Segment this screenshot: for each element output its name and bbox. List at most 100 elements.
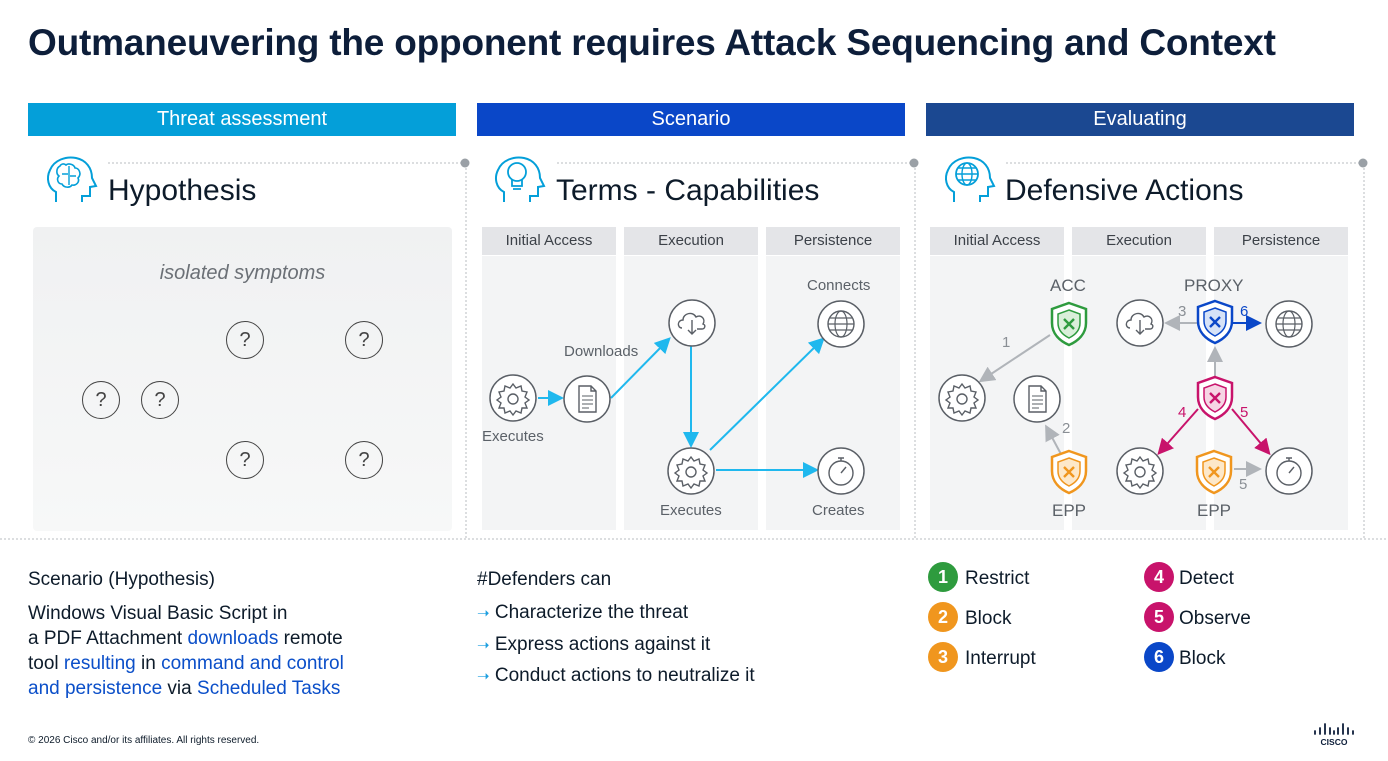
legend-label-block: Block	[965, 608, 1012, 629]
legend-badge-3: 3	[928, 642, 958, 672]
arrow-right-icon: ➝	[477, 605, 490, 622]
cisco-logo-text: CISCO	[1321, 737, 1348, 747]
shield-orange-icon	[1195, 449, 1233, 495]
legend-badge-6: 6	[1144, 642, 1174, 672]
def-col-initial-access: Initial Access	[930, 227, 1064, 255]
executes-label: Executes	[482, 428, 544, 445]
hypothesis-panel	[33, 227, 452, 531]
shield-magenta-icon	[1196, 375, 1234, 421]
page-title: Outmaneuvering the opponent requires Att…	[28, 22, 1276, 63]
globe-head-icon	[945, 156, 996, 202]
executes-label: Executes	[660, 502, 722, 519]
scenario-text: a PDF Attachment	[28, 628, 188, 649]
defenders-item: ➝ Express actions against it	[477, 634, 710, 656]
globe-icon	[817, 300, 865, 348]
creates-label: Creates	[812, 502, 865, 519]
scenario-text: in	[135, 653, 162, 674]
band-evaluating: Evaluating	[926, 103, 1354, 136]
legend-badge-5: 5	[1144, 602, 1174, 632]
downloads-label: Downloads	[564, 343, 639, 360]
stopwatch-icon	[817, 447, 865, 495]
scenario-text: remote	[278, 628, 343, 649]
scenario-highlight: command and control	[161, 653, 344, 674]
defenders-item: ➝ Conduct actions to neutralize it	[477, 665, 755, 687]
question-mark-icon: ?	[226, 321, 264, 359]
cisco-logo: CISCO	[1314, 723, 1354, 747]
band-threat-assessment: Threat assessment	[28, 103, 456, 136]
epp-label: EPP	[1052, 501, 1087, 520]
brain-head-icon	[47, 156, 98, 202]
connects-label: Connects	[807, 277, 871, 294]
defenders-item-text: Conduct actions to neutralize it	[494, 665, 755, 686]
defenders-item-text: Express actions against it	[494, 634, 711, 655]
gear-icon	[1116, 447, 1164, 495]
band-scenario: Scenario	[477, 103, 905, 136]
capabilities-title: Terms - Capabilities	[556, 174, 820, 207]
scenario-line-2: a PDF Attachment downloads remote	[28, 628, 343, 650]
legend-badge-1: 1	[928, 562, 958, 592]
arrow-right-icon: ➝	[477, 637, 490, 654]
question-mark-icon: ?	[141, 381, 179, 419]
step-1-label: 1	[1002, 334, 1011, 351]
legend-label-observe: Observe	[1179, 608, 1251, 629]
legend-label-block-6: Block	[1179, 648, 1226, 669]
gear-icon	[667, 447, 715, 495]
document-icon	[1013, 375, 1061, 423]
legend-label-interrupt: Interrupt	[965, 648, 1036, 669]
legend-badge-2: 2	[928, 602, 958, 632]
defensive-title: Defensive Actions	[1005, 174, 1244, 207]
legend-label-detect: Detect	[1179, 568, 1234, 589]
scenario-highlight: resulting	[63, 653, 136, 674]
document-icon	[563, 375, 611, 423]
question-mark-icon: ?	[345, 321, 383, 359]
step-2-label: 2	[1062, 420, 1071, 437]
shield-orange-icon	[1050, 449, 1088, 495]
question-mark-icon: ?	[226, 441, 264, 479]
proxy-label: PROXY	[1184, 276, 1244, 295]
gear-icon	[938, 374, 986, 422]
scenario-text: Windows Visual Basic Script in	[28, 603, 288, 624]
arrow-right-icon: ➝	[477, 668, 490, 685]
acc-label: ACC	[1050, 276, 1086, 295]
defenders-item-text: Characterize the threat	[494, 602, 689, 623]
question-mark-icon: ?	[345, 441, 383, 479]
scenario-text: via	[162, 678, 198, 699]
def-col-execution: Execution	[1072, 227, 1206, 255]
scenario-line-1: Windows Visual Basic Script in	[28, 603, 287, 625]
copyright: © 2026 Cisco and/or its affiliates. All …	[28, 735, 260, 746]
gear-icon	[489, 374, 537, 422]
scenario-highlight: and persistence	[28, 678, 163, 699]
defenders-item: ➝ Characterize the threat	[477, 602, 688, 624]
step-4-label: 4	[1178, 404, 1187, 421]
scenario-highlight: downloads	[187, 628, 279, 649]
cap-col-initial-access: Initial Access	[482, 227, 616, 255]
step-3-label: 3	[1178, 303, 1187, 320]
def-col-persistence: Persistence	[1214, 227, 1348, 255]
shield-blue-icon	[1196, 299, 1234, 345]
cloud-download-icon	[668, 299, 716, 347]
isolated-symptoms-caption: isolated symptoms	[159, 262, 326, 284]
step-6-label: 6	[1240, 303, 1249, 320]
step-5-label: 5	[1239, 476, 1248, 493]
epp-label: EPP	[1197, 501, 1232, 520]
question-mark-icon: ?	[82, 381, 120, 419]
cap-col-persistence: Persistence	[766, 227, 900, 255]
stopwatch-icon	[1265, 447, 1313, 495]
scenario-line-3: tool resulting in command and control	[28, 653, 344, 675]
hypothesis-title: Hypothesis	[108, 174, 257, 207]
step-5-label: 5	[1240, 404, 1249, 421]
shield-green-icon	[1050, 301, 1088, 347]
defenders-heading: #Defenders can	[477, 569, 612, 590]
scenario-line-4: and persistence via Scheduled Tasks	[28, 678, 340, 700]
cap-col-execution: Execution	[624, 227, 758, 255]
legend-badge-4: 4	[1144, 562, 1174, 592]
lightbulb-head-icon	[495, 156, 546, 202]
scenario-highlight: Scheduled Tasks	[197, 678, 341, 699]
scenario-heading: Scenario (Hypothesis)	[28, 569, 215, 590]
globe-icon	[1265, 300, 1313, 348]
cloud-download-icon	[1116, 299, 1164, 347]
legend-label-restrict: Restrict	[965, 568, 1030, 589]
